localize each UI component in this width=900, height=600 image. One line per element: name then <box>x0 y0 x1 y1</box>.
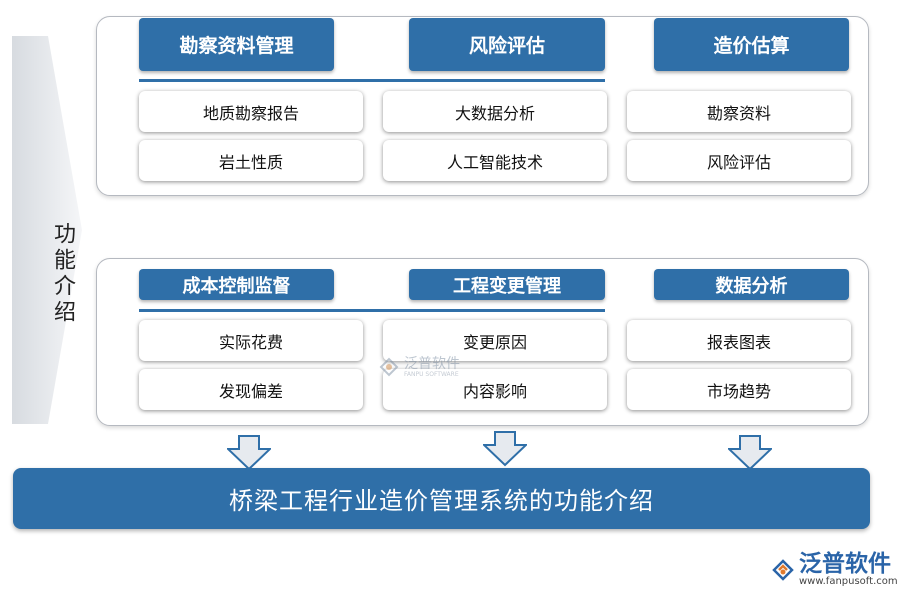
item-ai-tech: 人工智能技术 <box>383 140 607 181</box>
side-chevron: 功能介绍 <box>12 36 82 424</box>
header-cost-estimate: 造价估算 <box>654 18 849 71</box>
item-change-reason: 变更原因 <box>383 320 607 361</box>
watermark-sub: FANPU SOFTWARE <box>404 370 459 378</box>
header-cost-control: 成本控制监督 <box>139 269 334 300</box>
top-divider <box>139 79 605 82</box>
brand-name: 泛普软件 <box>799 551 891 577</box>
bottom-panel: 成本控制监督 工程变更管理 数据分析 实际花费 发现偏差 变更原因 内容影响 报… <box>96 258 869 426</box>
bottom-divider <box>139 309 605 312</box>
brand-url: www.fanpusoft.com <box>799 576 898 587</box>
watermark-name: 泛普软件 <box>404 355 460 372</box>
side-label: 功能介绍 <box>50 222 75 326</box>
watermark-logo-icon <box>379 357 399 377</box>
item-big-data: 大数据分析 <box>383 91 607 132</box>
watermark: 泛普软件 FANPU SOFTWARE <box>378 356 460 378</box>
item-soil-properties: 岩土性质 <box>139 140 363 181</box>
header-risk-assessment: 风险评估 <box>409 18 605 71</box>
item-geology-report: 地质勘察报告 <box>139 91 363 132</box>
brand-logo: 泛普软件 www.fanpusoft.com <box>770 552 898 587</box>
brand-logo-icon <box>772 558 794 581</box>
item-risk-eval: 风险评估 <box>627 140 851 181</box>
header-change-management: 工程变更管理 <box>409 269 605 300</box>
item-content-impact: 内容影响 <box>383 369 607 410</box>
item-find-deviation: 发现偏差 <box>139 369 363 410</box>
item-market-trend: 市场趋势 <box>627 369 851 410</box>
top-panel: 勘察资料管理 风险评估 造价估算 地质勘察报告 岩土性质 大数据分析 人工智能技… <box>96 16 869 196</box>
down-arrow-icon <box>483 431 527 467</box>
header-data-analysis: 数据分析 <box>654 269 849 300</box>
system-title-banner: 桥梁工程行业造价管理系统的功能介绍 <box>13 468 870 529</box>
item-survey-info: 勘察资料 <box>627 91 851 132</box>
item-actual-cost: 实际花费 <box>139 320 363 361</box>
header-survey-data: 勘察资料管理 <box>139 18 334 71</box>
down-arrow-icon <box>227 435 271 471</box>
item-report-charts: 报表图表 <box>627 320 851 361</box>
down-arrow-icon <box>728 435 772 471</box>
